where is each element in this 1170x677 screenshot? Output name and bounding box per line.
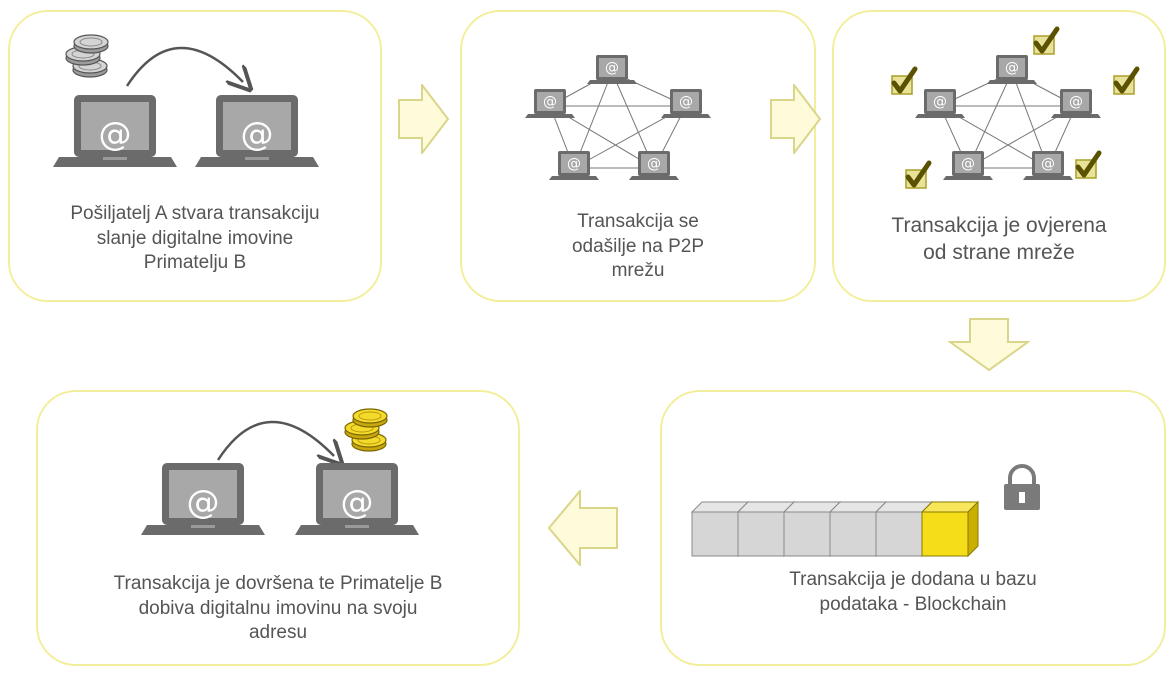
block-icon xyxy=(920,500,980,558)
step-complete-card: Transakcija je dovršena te Primatelje B … xyxy=(36,390,520,666)
laptop-icon xyxy=(195,95,319,167)
caption-line: Primatelju B xyxy=(143,252,247,274)
flow-arrow-icon xyxy=(770,84,822,154)
step-complete-caption: Transakcija je dovršena te Primatelje B … xyxy=(38,572,518,646)
caption-line: Transakcija je ovjerena xyxy=(891,214,1107,237)
step-block-caption: Transakcija je dodana u bazu podataka - … xyxy=(662,568,1164,617)
step-block-card: Transakcija je dodana u bazu podataka - … xyxy=(660,390,1166,666)
caption-line: adresu xyxy=(248,622,308,644)
flow-arrow-icon xyxy=(398,84,450,154)
caption-line: od strane mreže xyxy=(923,241,1075,265)
transfer-arrow-icon xyxy=(125,46,265,94)
caption-line: Transakcija je dodana u bazu xyxy=(789,569,1037,590)
step-broadcast-card: Transakcija se odašilje na P2P mrežu xyxy=(460,10,816,302)
p2p-network-icon xyxy=(525,55,711,180)
checkmark-icon xyxy=(1112,66,1142,96)
step-create-card: Pošiljatelj A stvara transakciju slanje … xyxy=(8,10,382,302)
flow-arrow-icon xyxy=(548,490,618,566)
laptop-icon xyxy=(53,95,177,167)
laptop-icon xyxy=(295,463,419,535)
coins-icon xyxy=(344,408,388,452)
caption-line: Transakcija se xyxy=(577,211,699,232)
laptop-icon xyxy=(141,463,265,535)
step-broadcast-caption: Transakcija se odašilje na P2P mrežu xyxy=(462,210,814,284)
caption-line: dobiva digitalnu imovinu na svoju xyxy=(138,597,418,619)
checkmark-icon xyxy=(890,66,920,96)
transfer-arrow-icon xyxy=(216,420,356,468)
blockchain-icon xyxy=(690,500,980,558)
caption-line: podataka - Blockchain xyxy=(819,593,1007,615)
checkmark-icon xyxy=(904,160,934,190)
checkmark-icon xyxy=(1074,150,1104,180)
step-create-caption: Pošiljatelj A stvara transakciju slanje … xyxy=(10,202,380,276)
caption-line: mrežu xyxy=(611,260,665,282)
checkmark-icon xyxy=(1032,26,1062,56)
flow-arrow-icon xyxy=(948,318,1030,372)
caption-line: Pošiljatelj A stvara transakciju xyxy=(70,203,320,224)
caption-line: slanje digitalne imovine xyxy=(96,227,294,249)
padlock-icon xyxy=(1004,464,1040,510)
step-validate-card: Transakcija je ovjerena od strane mreže xyxy=(832,10,1166,302)
validated-network-icon xyxy=(915,55,1101,180)
step-validate-caption: Transakcija je ovjerena od strane mreže xyxy=(834,212,1164,267)
caption-line: odašilje na P2P xyxy=(571,235,705,257)
caption-line: Transakcija je dovršena te Primatelje B xyxy=(113,573,443,594)
